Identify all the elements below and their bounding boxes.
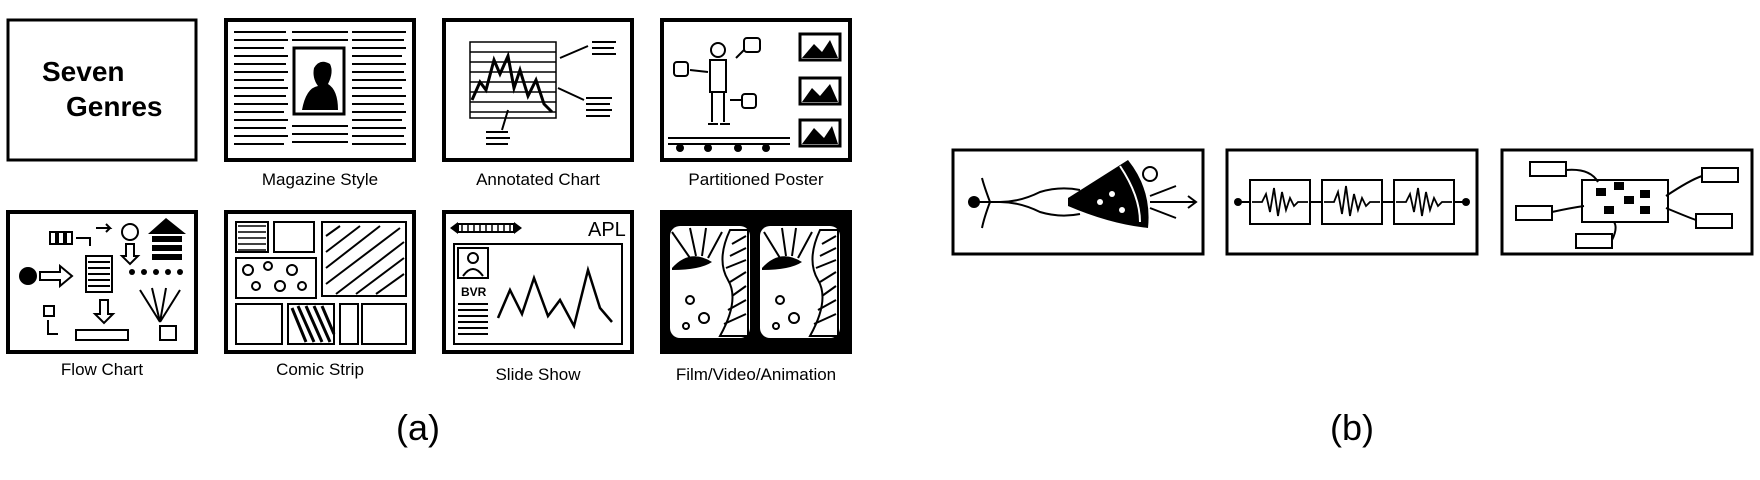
title-line-2: Genres [66, 91, 163, 122]
mountain-image-icons [798, 32, 842, 148]
partitioned-poster-thumbnail: Partitioned Poster [660, 18, 852, 189]
panel-b: (b) [951, 148, 1754, 448]
waveform-chain-thumbnail [1225, 148, 1479, 256]
house-stack-icon [148, 218, 186, 260]
annotated-chart-thumbnail: Annotated Chart [442, 18, 634, 189]
person-figure-icon [708, 42, 730, 125]
caption-magazine-style: Magazine Style [262, 170, 378, 189]
panel-b-label: (b) [1330, 407, 1374, 448]
funnel-flow-thumbnail [951, 148, 1205, 256]
line-chart-icon [470, 50, 554, 114]
flow-chart-thumbnail: Flow Chart [6, 210, 198, 379]
waveform-icons [1252, 185, 1452, 217]
slide-line-chart-icon [496, 265, 613, 330]
node-cluster-icon [1596, 182, 1650, 214]
network-nodes-thumbnail [1500, 148, 1754, 256]
dot-pattern [242, 261, 307, 292]
panel-a: Seven Genres Magazine Style [6, 18, 852, 448]
panel-a-label: (a) [396, 407, 440, 448]
caption-flow-chart: Flow Chart [61, 360, 143, 379]
presenter-portrait-icon [457, 247, 489, 279]
caption-film-video-animation: Film/Video/Animation [676, 365, 836, 384]
magazine-style-thumbnail: Magazine Style [224, 18, 416, 189]
title-line-1: Seven [42, 56, 125, 87]
film-video-animation-thumbnail: Film/Video/Animation [660, 210, 852, 384]
timeline-icon [668, 137, 790, 152]
funnel-icon [1068, 160, 1149, 228]
speech-bubble-icons [673, 37, 761, 109]
hatched-cliffs [718, 229, 839, 337]
slide-show-apl-text: APL [588, 219, 626, 241]
portrait-silhouette-icon [302, 61, 338, 110]
slide-show-thumbnail: APL BVR Slide Show [442, 210, 634, 384]
seven-genres-title-box: Seven Genres [6, 18, 198, 162]
caption-annotated-chart: Annotated Chart [476, 170, 600, 189]
caption-slide-show: Slide Show [495, 365, 581, 384]
sunburst-icon [671, 227, 813, 270]
fan-arrows-icon [139, 287, 181, 323]
text-columns [234, 31, 406, 145]
caption-comic-strip: Comic Strip [276, 360, 364, 379]
slide-show-bvr-badge: BVR [461, 285, 487, 299]
caption-partitioned-poster: Partitioned Poster [688, 170, 823, 189]
comic-strip-thumbnail: Comic Strip [224, 210, 416, 379]
slide-progress-bar [450, 222, 522, 234]
